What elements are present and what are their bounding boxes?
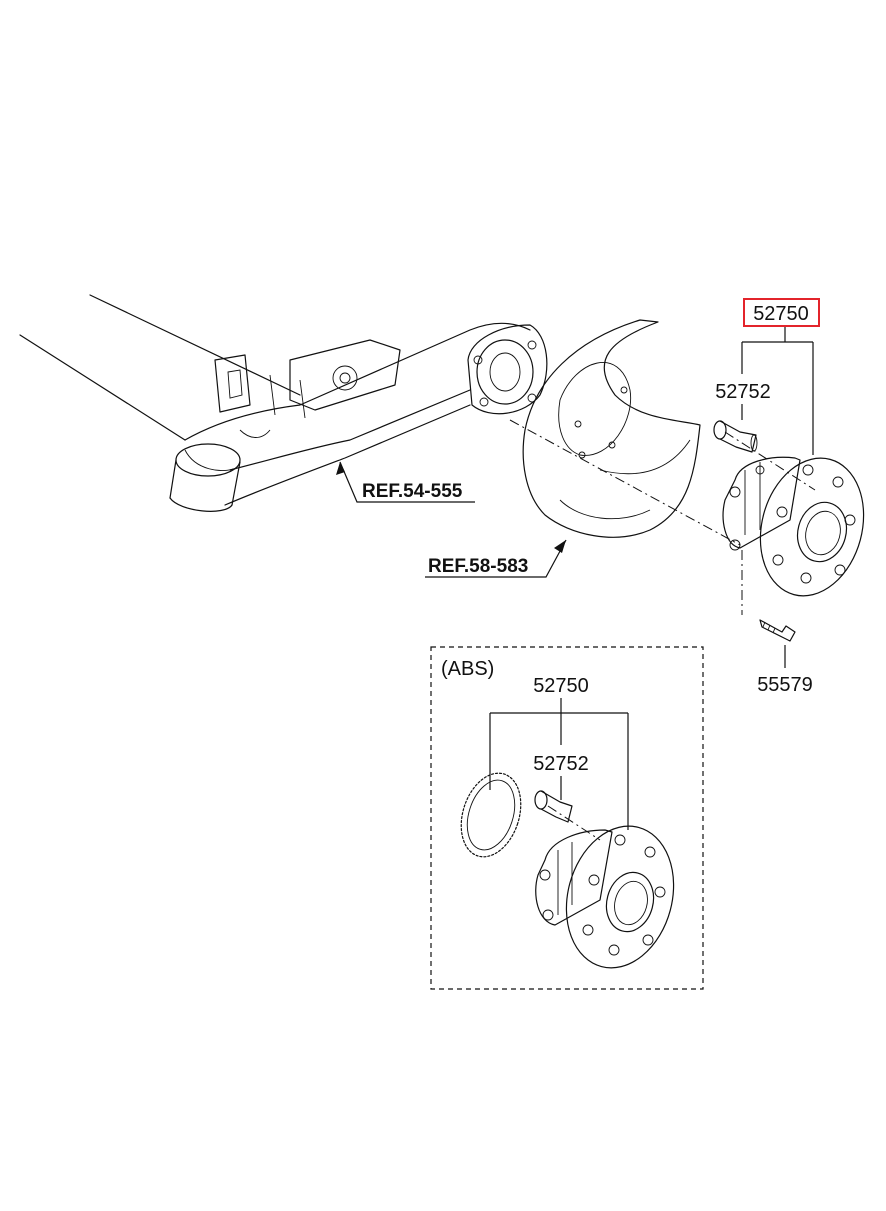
abs-title: (ABS) (441, 658, 494, 680)
hub-bolt (713, 420, 758, 453)
brake-dust-shield (522, 319, 701, 538)
ref-axle-callout: REF.54-555 (336, 461, 475, 503)
abs-part-52752-label[interactable]: 52752 (533, 753, 589, 775)
ref-axle-label: REF.54-555 (362, 481, 463, 502)
part-52750-highlight (743, 298, 820, 327)
screw (759, 619, 796, 668)
ref-shield-callout: REF.58-583 (425, 539, 567, 578)
main-assembly-leaders (741, 326, 814, 455)
abs-part-52750-label[interactable]: 52750 (533, 675, 589, 697)
hub-bearing-assembly (722, 456, 865, 597)
abs-hub-bolt (534, 790, 573, 823)
assembly-axis-line (509, 419, 741, 546)
rear-axle-beam (19, 294, 548, 512)
part-52752-label[interactable]: 52752 (715, 381, 771, 403)
ref-shield-label: REF.58-583 (428, 556, 528, 577)
abs-variant-box (430, 646, 704, 990)
part-52750-label[interactable]: 52750 (753, 303, 809, 325)
abs-tone-ring (460, 772, 522, 858)
bolt-axis-line (724, 431, 816, 491)
abs-hub-bearing-assembly (535, 825, 675, 969)
abs-leaders (489, 698, 629, 830)
part-55579-label[interactable]: 55579 (757, 674, 813, 696)
